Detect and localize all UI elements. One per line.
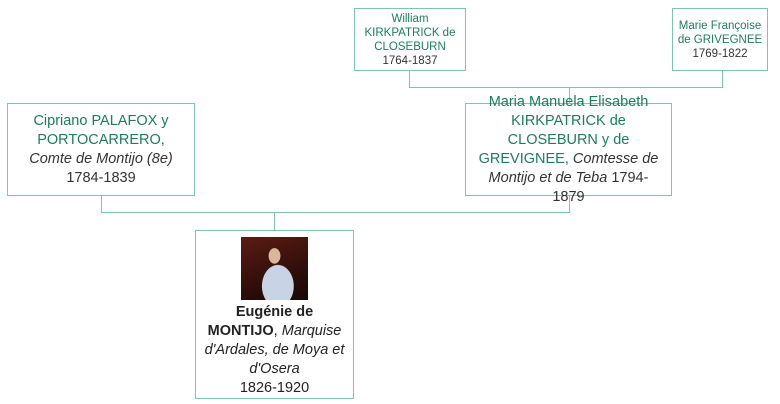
person-title: Marquise d'Ardales, de Moya et d'Osera xyxy=(204,323,345,377)
person-name[interactable]: Cipriano PALAFOX y PORTOCARRERO, xyxy=(33,112,169,148)
person-dates: 1794-1879 xyxy=(552,169,649,205)
connector xyxy=(409,87,723,88)
connector xyxy=(569,87,570,103)
person-box-cipriano[interactable]: Cipriano PALAFOX y PORTOCARRERO, Comte d… xyxy=(7,103,195,196)
person-box-eugenie[interactable]: Eugénie de MONTIJO, Marquise d'Ardales, … xyxy=(195,230,354,399)
connector xyxy=(274,212,275,230)
person-label: Maria Manuela Elisabeth KIRKPATRICK de C… xyxy=(474,93,664,207)
connector xyxy=(409,71,410,88)
person-name: Eugénie de MONTIJO xyxy=(207,304,314,339)
person-label: Eugénie de MONTIJO, Marquise d'Ardales, … xyxy=(200,303,350,398)
portrait-image xyxy=(241,237,308,300)
person-name[interactable]: Marie Françoise de GRIVEGNEE xyxy=(677,19,763,46)
person-box-marie[interactable]: Marie Françoise de GRIVEGNEE 1769-1822 xyxy=(672,8,768,71)
name-comma: , xyxy=(273,323,278,339)
person-dates: 1769-1822 xyxy=(692,47,748,60)
person-box-maria[interactable]: Maria Manuela Elisabeth KIRKPATRICK de C… xyxy=(465,94,672,205)
person-name[interactable]: William KIRKPATRICK de CLOSEBURN xyxy=(364,12,456,53)
person-title: Comtesse de Montijo et de Teba xyxy=(488,150,659,186)
connector xyxy=(101,196,102,213)
person-title: Comte de Montijo (8e) xyxy=(29,150,173,167)
connector xyxy=(722,71,723,88)
connector xyxy=(569,196,570,213)
person-dates: 1826-1920 xyxy=(239,380,310,396)
connector xyxy=(101,212,570,213)
person-label: Cipriano PALAFOX y PORTOCARRERO, Comte d… xyxy=(16,112,186,188)
person-box-william[interactable]: William KIRKPATRICK de CLOSEBURN 1764-18… xyxy=(354,8,466,71)
person-name[interactable]: Maria Manuela Elisabeth KIRKPATRICK de C… xyxy=(478,93,649,167)
person-dates: 1784-1839 xyxy=(66,169,136,186)
person-dates: 1764-1837 xyxy=(382,54,438,67)
